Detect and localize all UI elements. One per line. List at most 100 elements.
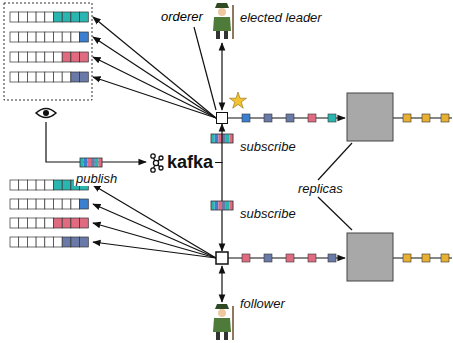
queue-cell <box>36 52 45 62</box>
wire <box>93 223 216 258</box>
message-square <box>264 254 272 262</box>
wire <box>93 242 216 258</box>
diagram-label: replicas <box>296 181 345 196</box>
queue-cell <box>54 72 63 82</box>
queue-cell <box>54 52 63 62</box>
wire <box>93 185 216 258</box>
orderer-box: orderer <box>216 112 228 124</box>
queue-cell <box>54 237 63 247</box>
queue-cell <box>10 72 19 82</box>
queue-cell <box>10 52 19 62</box>
queue-cell <box>36 237 45 247</box>
message-icon <box>80 158 102 167</box>
queue-cell <box>27 32 36 42</box>
queue-cell <box>36 218 45 228</box>
queue-cell <box>10 180 19 190</box>
queue-cell <box>54 218 63 228</box>
kafka-name: kafka <box>167 152 213 173</box>
queue-cell <box>62 12 71 22</box>
queue-cell <box>54 180 63 190</box>
queue-cell <box>45 218 54 228</box>
kafka-symbol <box>148 153 164 173</box>
queue-cell <box>80 32 89 42</box>
edge-label: subscribe <box>238 139 298 154</box>
diagram-label: subscribe <box>238 206 298 221</box>
committed-square <box>422 114 430 122</box>
queue-cell <box>19 52 28 62</box>
wire <box>93 77 216 118</box>
queue-cell <box>71 52 80 62</box>
message-square <box>286 254 294 262</box>
wire <box>93 204 216 258</box>
queue-cell <box>71 218 80 228</box>
wire <box>93 57 216 118</box>
queue-cell <box>71 72 80 82</box>
queue-cell <box>19 180 28 190</box>
message-square <box>308 254 316 262</box>
queue-cell <box>62 199 71 209</box>
queue-cell <box>27 237 36 247</box>
wire <box>93 17 216 118</box>
leader-star <box>229 92 246 108</box>
queue-cell <box>45 199 54 209</box>
queue-cell <box>80 72 89 82</box>
committed-square <box>403 114 411 122</box>
diagram-label: publish <box>74 171 119 186</box>
diagram-label: follower <box>238 296 287 311</box>
queue-cell <box>62 180 71 190</box>
queue-cell <box>27 12 36 22</box>
queue-cell <box>71 12 80 22</box>
queue-cell <box>19 199 28 209</box>
queue-cell <box>27 180 36 190</box>
queue-cell <box>54 199 63 209</box>
queue-cell <box>62 52 71 62</box>
queue-cell <box>27 72 36 82</box>
queue-group <box>4 3 92 100</box>
queue-cell <box>62 218 71 228</box>
queue-cell <box>36 32 45 42</box>
queue-cell <box>62 237 71 247</box>
queue-cell <box>80 199 89 209</box>
queue-cell <box>27 52 36 62</box>
queue-cell <box>54 12 63 22</box>
queue-cell <box>45 72 54 82</box>
committed-square <box>403 254 411 262</box>
queue-cell <box>10 237 19 247</box>
message-icon <box>211 201 233 210</box>
diagram-label: elected leader <box>238 10 324 25</box>
queue-cell <box>19 218 28 228</box>
message-square <box>286 114 294 122</box>
message-square <box>242 114 250 122</box>
message-square <box>328 114 336 122</box>
queue-cell <box>19 237 28 247</box>
queue-cell <box>36 199 45 209</box>
queue-cell <box>10 218 19 228</box>
message-square <box>328 254 336 262</box>
queue-cell <box>10 12 19 22</box>
queue-cell <box>19 72 28 82</box>
queue-cell <box>71 32 80 42</box>
queue-cell <box>54 32 63 42</box>
queue-cell <box>80 52 89 62</box>
queue-cell <box>10 199 19 209</box>
queue-cell <box>80 237 89 247</box>
wire <box>318 197 352 230</box>
message-square <box>242 254 250 262</box>
message-square <box>308 114 316 122</box>
person-icon <box>213 3 233 39</box>
queue-cell <box>27 218 36 228</box>
message-square <box>264 114 272 122</box>
replica-box <box>347 93 393 141</box>
queue-cell <box>62 32 71 42</box>
queue-cell <box>27 199 36 209</box>
queue-cell <box>45 180 54 190</box>
queue-cell <box>71 237 80 247</box>
queue-cell <box>80 12 89 22</box>
committed-square <box>441 254 449 262</box>
queue-cell <box>19 32 28 42</box>
person-icon <box>213 304 233 340</box>
node-heading: orderer <box>159 9 205 24</box>
wire <box>221 43 222 110</box>
queue-cell <box>45 237 54 247</box>
